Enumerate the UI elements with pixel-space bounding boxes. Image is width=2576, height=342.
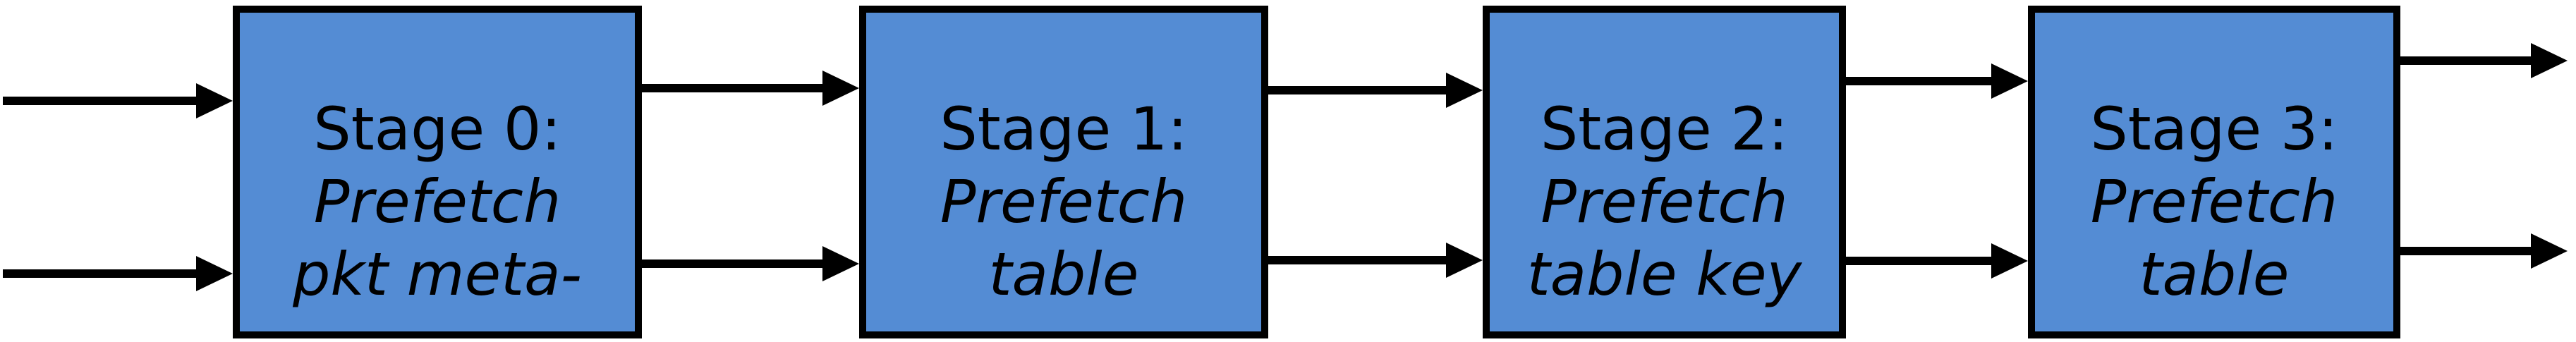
- arrow-head: [1991, 243, 2028, 279]
- stage2-to-stage3-bottom-arrow-icon: [1843, 243, 2028, 279]
- stage-1-title: Stage 1:: [940, 94, 1188, 164]
- stage-1-subtitle-line-1: Prefetch: [940, 167, 1188, 236]
- arrow-head: [2531, 43, 2568, 78]
- stage-1-subtitle-line-2: table: [988, 240, 1139, 309]
- stage-2-subtitle-line-2: table key: [1526, 240, 1802, 309]
- stage-0-text: Stage 0: Prefetch pkt meta-: [240, 13, 635, 311]
- stage-1-box: Stage 1: Prefetch table: [859, 6, 1268, 338]
- stage-1-text: Stage 1: Prefetch table: [866, 13, 1261, 311]
- arrow-head: [196, 83, 233, 118]
- output-top-arrow-icon: [2398, 43, 2568, 78]
- arrow-head: [822, 246, 859, 281]
- stage-3-box: Stage 3: Prefetch table: [2028, 6, 2400, 338]
- stage-3-subtitle-line-2: table: [2139, 240, 2290, 309]
- input-bottom-arrow-icon: [3, 256, 233, 291]
- arrow-head: [1991, 63, 2028, 99]
- stage-0-box: Stage 0: Prefetch pkt meta-: [233, 6, 642, 338]
- stage-2-subtitle-line-1: Prefetch: [1541, 167, 1788, 236]
- arrow-head: [822, 71, 859, 106]
- stage-3-subtitle-line-1: Prefetch: [2090, 167, 2338, 236]
- arrow-head: [1446, 73, 1483, 108]
- stage-0-title: Stage 0:: [313, 94, 561, 164]
- stage-2-text: Stage 2: Prefetch table key: [1490, 13, 1839, 311]
- stage-0-subtitle-line-1: Prefetch: [313, 167, 561, 236]
- stage0-to-stage1-top-arrow-icon: [639, 71, 859, 106]
- output-bottom-arrow-icon: [2398, 233, 2568, 269]
- arrow-head: [1446, 243, 1483, 278]
- stage-2-title: Stage 2:: [1540, 94, 1789, 164]
- input-top-arrow-icon: [3, 83, 233, 118]
- stage0-to-stage1-bottom-arrow-icon: [639, 246, 859, 281]
- stage-0-subtitle-line-2: pkt meta-: [293, 240, 582, 309]
- stage2-to-stage3-top-arrow-icon: [1843, 63, 2028, 99]
- stage-3-title: Stage 3:: [2090, 94, 2338, 164]
- arrow-head: [2531, 233, 2568, 269]
- stage-2-box: Stage 2: Prefetch table key: [1483, 6, 1846, 338]
- stage-3-text: Stage 3: Prefetch table: [2035, 13, 2393, 311]
- stage1-to-stage2-bottom-arrow-icon: [1265, 243, 1483, 278]
- stage1-to-stage2-top-arrow-icon: [1265, 73, 1483, 108]
- arrow-head: [196, 256, 233, 291]
